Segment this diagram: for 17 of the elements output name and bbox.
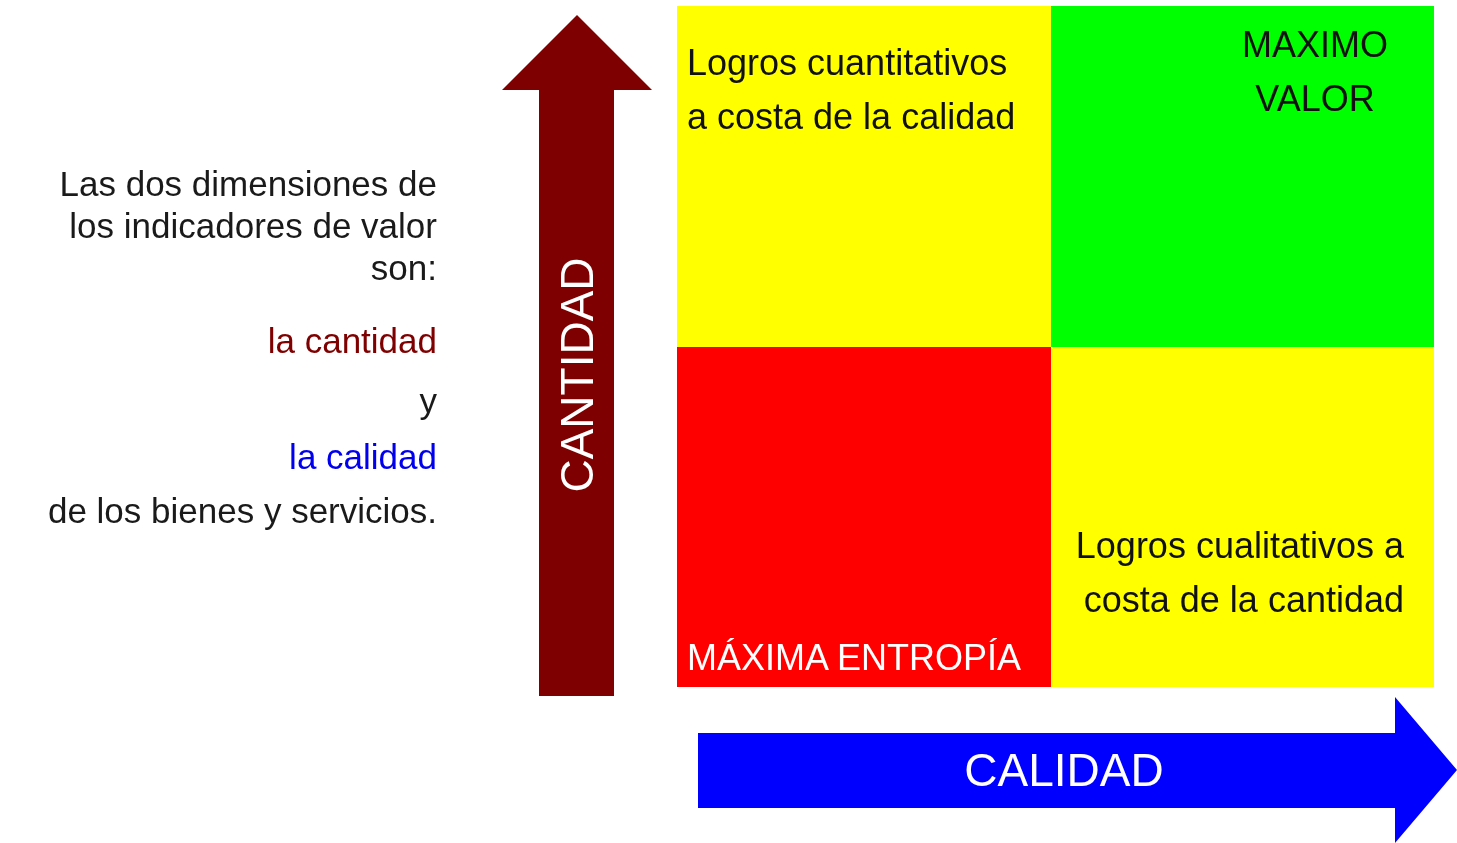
quadrant-panel <box>1051 347 1434 687</box>
intro-text: y <box>418 380 437 422</box>
quadrant-text: MÁXIMA ENTROPÍA <box>687 636 1022 680</box>
axis-arrow <box>698 697 1457 843</box>
intro-text: Las dos dimensiones de los indicadores de valor son: <box>58 163 437 289</box>
quadrant-panel <box>1051 6 1434 347</box>
intro-text: la cantidad <box>266 320 437 362</box>
axis-label: CANTIDAD <box>552 257 602 493</box>
quadrant-panel <box>677 6 1051 347</box>
intro-text: la calidad <box>288 436 437 478</box>
intro-text: de los bienes y servicios. <box>46 490 437 532</box>
axis-arrow <box>502 15 652 696</box>
axis-label: CALIDAD <box>964 745 1164 795</box>
quadrant-panel <box>677 347 1051 687</box>
quadrant-text: MAXIMO VALOR <box>1241 23 1389 121</box>
quadrant-text: Logros cuantitativos a costa de la calidad <box>687 41 1017 139</box>
quadrant-text: Logros cualitativos a costa de la cantidad <box>1074 524 1404 622</box>
